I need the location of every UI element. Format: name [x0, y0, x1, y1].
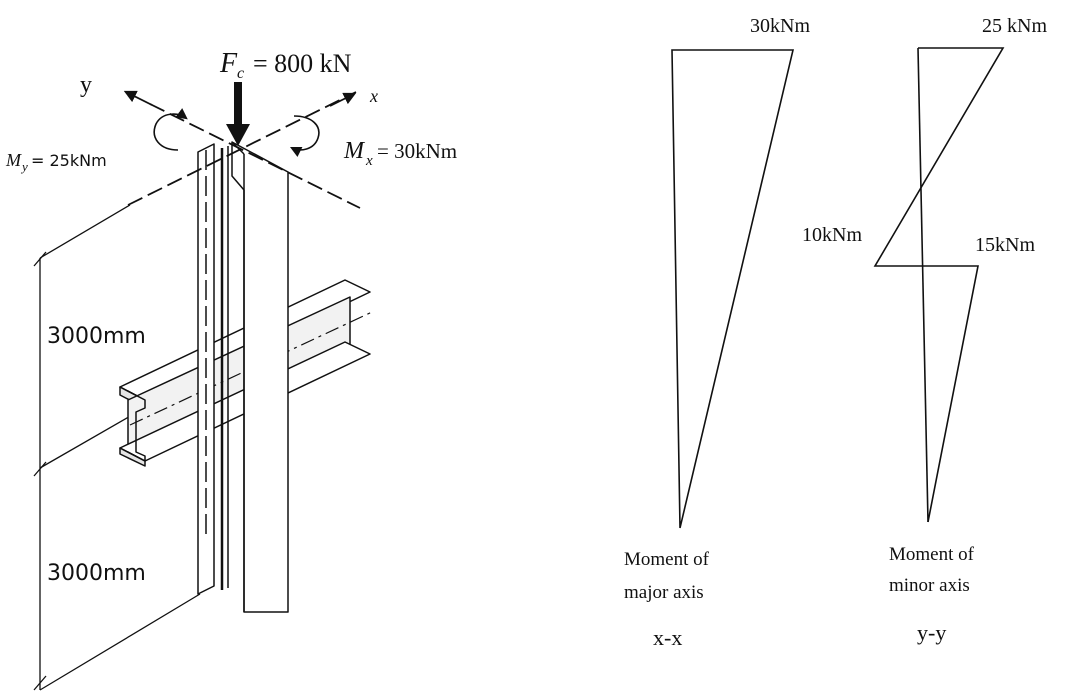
major-top-moment: 30kNm — [750, 15, 810, 37]
minor-axis-moment-shape — [873, 47, 1005, 523]
force-arrow — [226, 82, 250, 146]
minor-axis-moment-diagram: 25 kNm 10kNm 15kNm Moment of minor axis … — [802, 15, 1047, 645]
minor-top-moment: 25 kNm — [982, 15, 1047, 37]
moment-x-subscript: x — [365, 153, 373, 169]
major-caption-line2: major axis — [624, 582, 704, 603]
force-subscript: c — [237, 65, 244, 82]
moment-x-value: = 30kNm — [377, 139, 457, 163]
top-axes — [123, 90, 361, 209]
moment-y-symbol: M — [5, 150, 22, 170]
major-caption-line1: Moment of — [624, 549, 710, 570]
minor-left-moment: 10kNm — [802, 224, 862, 246]
column-figure: y x F c = 800 kN M y = 25kNm M x = 30kNm… — [5, 48, 457, 691]
lower-length-label: 3000mm — [47, 561, 146, 586]
minor-caption-line2: minor axis — [889, 575, 970, 596]
minor-axis-label: y-y — [917, 620, 946, 645]
major-axis-moment-shape — [671, 49, 795, 529]
major-axis-label: x-x — [653, 625, 682, 650]
upper-length-label: 3000mm — [47, 324, 146, 349]
minor-right-moment: 15kNm — [975, 234, 1035, 256]
major-axis-moment-diagram: 30kNm Moment of major axis x-x — [624, 15, 810, 650]
force-symbol: F — [219, 48, 238, 79]
moment-x-symbol: M — [343, 138, 366, 164]
moment-y-value: = 25kNm — [31, 151, 107, 170]
dimension-line — [33, 204, 201, 691]
minor-axis-baseline — [917, 47, 929, 523]
moment-y-subscript: y — [20, 159, 28, 174]
moment-arcs — [153, 108, 320, 158]
minor-caption-line1: Moment of — [889, 544, 975, 565]
force-value: = 800 kN — [253, 49, 352, 78]
axis-x-label: x — [369, 86, 378, 106]
axis-y-label: y — [80, 72, 92, 98]
column — [197, 141, 289, 613]
